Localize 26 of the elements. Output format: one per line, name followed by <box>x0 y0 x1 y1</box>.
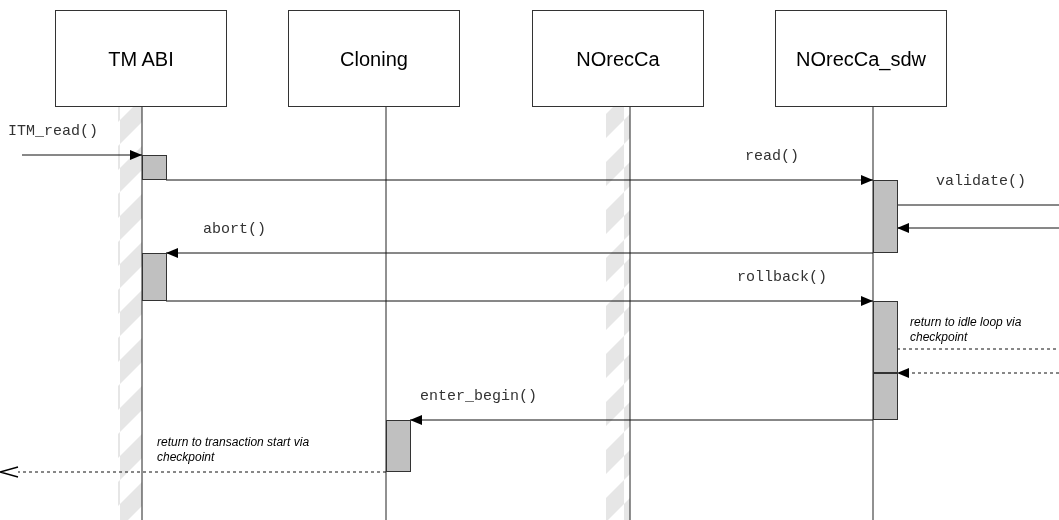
message-arrow <box>896 223 1059 233</box>
lifeline-header-box: TM ABI <box>55 10 227 107</box>
edge-label: validate() <box>936 174 1026 189</box>
message-arrow <box>165 248 874 258</box>
edge-label: read() <box>745 149 799 164</box>
message-arrow <box>0 466 387 478</box>
edge-label: enter_begin() <box>420 389 538 404</box>
edge-label: abort() <box>203 222 266 237</box>
activation-bar <box>873 373 898 420</box>
activation-bar <box>386 420 411 472</box>
message-arrow <box>896 368 1059 378</box>
message-arrow <box>21 150 143 160</box>
activation-bar <box>873 180 898 253</box>
edge-label: return to idle loop via checkpoint <box>910 315 1022 345</box>
activation-bar <box>873 301 898 373</box>
message-arrow <box>409 415 874 425</box>
message-arrow <box>165 175 874 185</box>
activation-bar <box>142 155 167 180</box>
edge-label: rollback() <box>737 270 827 285</box>
edge-label: return to transaction start via checkpoint <box>157 435 311 465</box>
lifeline-header-box: NOrecCa_sdw <box>775 10 947 107</box>
edge-label: ITM_read() <box>8 124 98 139</box>
lifeline-header-box: NOrecCa <box>532 10 704 107</box>
lifeline-header-box: Cloning <box>288 10 460 107</box>
activation-bar <box>142 253 167 301</box>
message-arrow <box>165 296 874 306</box>
